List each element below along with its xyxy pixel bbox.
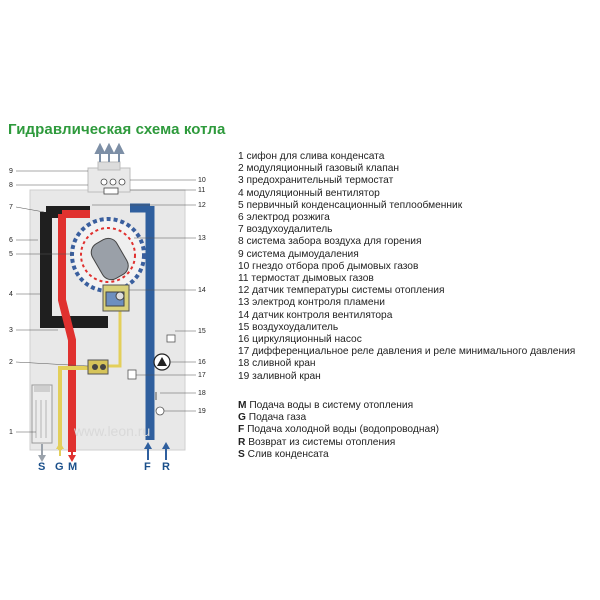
bottom-label-g: G <box>55 461 64 473</box>
legend-item: 10 гнездо отбора проб дымовых газов <box>238 260 419 272</box>
callout-6: 6 <box>9 237 13 244</box>
bottom-label-s: S <box>38 461 45 473</box>
connection-item: M Подача воды в систему отопления <box>238 400 439 412</box>
legend-item: 8 система забора воздуха для горения <box>238 236 422 248</box>
connection-code: M <box>238 400 247 411</box>
watermark: www.leon.ru <box>73 423 150 439</box>
connection-text: Слив конденсата <box>247 448 329 460</box>
legend-item: 2 модуляционный газовый клапан <box>238 163 400 175</box>
callout-13: 13 <box>198 235 206 242</box>
legend-item: 5 первичный конденсационный теплообменни… <box>238 199 463 211</box>
callout-8: 8 <box>9 182 13 189</box>
callout-4: 4 <box>9 291 13 298</box>
exhaust-arrows-icon <box>94 142 125 162</box>
flow-pipe <box>58 214 76 452</box>
callout-19: 19 <box>198 408 206 415</box>
connection-text: Подача холодной воды (водопроводная) <box>247 424 440 436</box>
connection-code: S <box>238 448 245 460</box>
callout-3: 3 <box>9 327 13 334</box>
legend-item: 19 заливной кран <box>238 370 321 382</box>
connection-code: R <box>238 436 246 448</box>
legend-item: 9 система дымоудаления <box>238 248 359 260</box>
legend-item: 6 электрод розжига <box>238 212 330 224</box>
bottom-label-m: M <box>68 461 77 473</box>
callout-18: 18 <box>198 390 206 397</box>
legend-item: 14 датчик контроля вентилятора <box>238 309 393 321</box>
connection-text: Возврат из системы отопления <box>248 436 396 448</box>
legend-item: 15 воздухоудалитель <box>238 321 339 333</box>
flue-module-top <box>97 161 121 171</box>
connection-item: G Подача газа <box>238 412 439 424</box>
page-title: Гидравлическая схема котла <box>8 121 226 138</box>
callout-5: 5 <box>9 251 13 258</box>
connection-item: F Подача холодной воды (водопроводная) <box>238 424 439 436</box>
callout-17: 17 <box>198 372 206 379</box>
callout-11: 11 <box>198 187 205 194</box>
connection-item: S Слив конденсата <box>238 449 439 461</box>
legend-item: 16 циркуляционный насос <box>238 334 362 346</box>
bottom-label-f: F <box>144 461 151 473</box>
legend-item: 11 термостат дымовых газов <box>238 273 374 285</box>
legend-item: 1 сифон для слива конденсата <box>238 151 385 162</box>
connection-text: Подача воды в систему отопления <box>249 400 414 411</box>
callout-2: 2 <box>9 359 13 366</box>
legend-item: 18 сливной кран <box>238 358 316 370</box>
callout-15: 15 <box>198 328 206 335</box>
callout-16: 16 <box>198 359 206 366</box>
legend-item: 7 воздухоудалитель <box>238 224 333 236</box>
callout-14: 14 <box>198 287 206 294</box>
connection-legend: M Подача воды в систему отопления G Пода… <box>238 400 439 461</box>
connection-item: R Возврат из системы отопления <box>238 437 439 449</box>
callout-9: 9 <box>9 168 13 175</box>
legend-item: 4 модуляционный вентилятор <box>238 187 380 199</box>
legend-item: 13 электрод контроля пламени <box>238 297 385 309</box>
connection-code: G <box>238 412 246 424</box>
callout-7: 7 <box>9 204 13 211</box>
boiler-hydraulic-diagram: www.leon.ru S G M F R 9 8 7 6 5 4 3 2 1 <box>9 142 206 473</box>
legend-item: 3 предохранительный термостат <box>238 175 394 187</box>
connection-text: Подача газа <box>248 412 307 424</box>
flue-duct <box>40 212 108 328</box>
bottom-label-r: R <box>162 461 170 473</box>
legend-item: 12 датчик температуры системы отопления <box>238 285 445 297</box>
callout-10: 10 <box>198 177 206 184</box>
legend-item: 17 дифференциальное реле давления и реле… <box>238 346 576 358</box>
callout-1: 1 <box>9 429 13 436</box>
connection-arrows <box>38 442 170 462</box>
condensate-siphon <box>31 384 53 444</box>
gas-pipe <box>58 366 88 450</box>
callout-12: 12 <box>198 202 206 209</box>
component-legend: 1 сифон для слива конденсата 2 модуляцио… <box>238 151 575 383</box>
connection-code: F <box>238 424 245 436</box>
